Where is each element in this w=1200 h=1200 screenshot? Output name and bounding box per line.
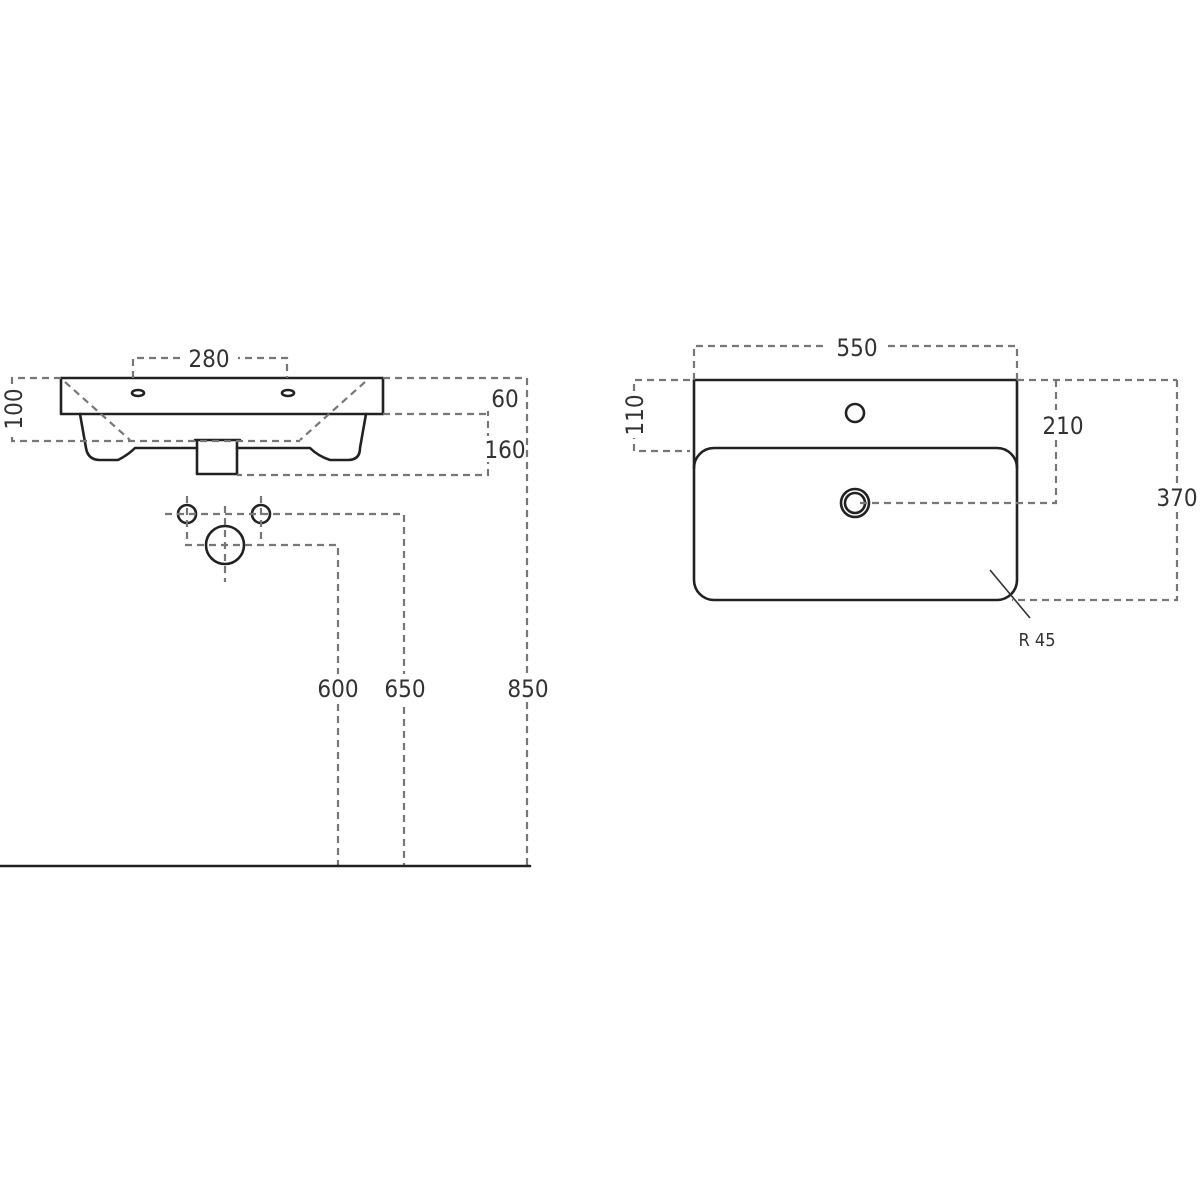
top-view: 550 110 210 370 R 45 (621, 332, 1200, 651)
side-view: 280 100 60 160 600 650 850 (0, 344, 555, 868)
drain-outer (839, 487, 871, 519)
waste-pipe (204, 524, 246, 566)
radius-label: R 45 (1019, 630, 1056, 651)
pipe-centerlines (165, 496, 406, 866)
tap-hole-left (130, 388, 146, 398)
tap-hole (844, 402, 866, 424)
dim-280-label: 280 (188, 345, 229, 373)
dim-110-line (632, 378, 690, 453)
dim-550-label: 550 (836, 334, 877, 362)
dim-60-160-line (237, 376, 527, 477)
bowl-diagonal-lines (64, 381, 366, 441)
basin-outline (692, 378, 1019, 470)
dim-600-label: 600 (317, 675, 358, 703)
dim-160-label: 160 (484, 436, 525, 464)
waste-outlet (193, 438, 242, 476)
dim-100-label: 100 (0, 388, 28, 429)
dim-370-line (1012, 380, 1179, 602)
dim-210-label: 210 (1042, 412, 1083, 440)
dim-650-label: 650 (384, 675, 425, 703)
bowl-outline (692, 446, 1019, 602)
basin-bowl (78, 412, 368, 462)
dim-60-label: 60 (491, 385, 518, 413)
dim-850-label: 850 (507, 675, 548, 703)
dim-100-line (10, 376, 300, 443)
tap-hole-right (280, 388, 296, 398)
dim-110-label: 110 (621, 394, 649, 435)
dim-370-label: 370 (1156, 484, 1197, 512)
radius-leader (989, 569, 1031, 619)
